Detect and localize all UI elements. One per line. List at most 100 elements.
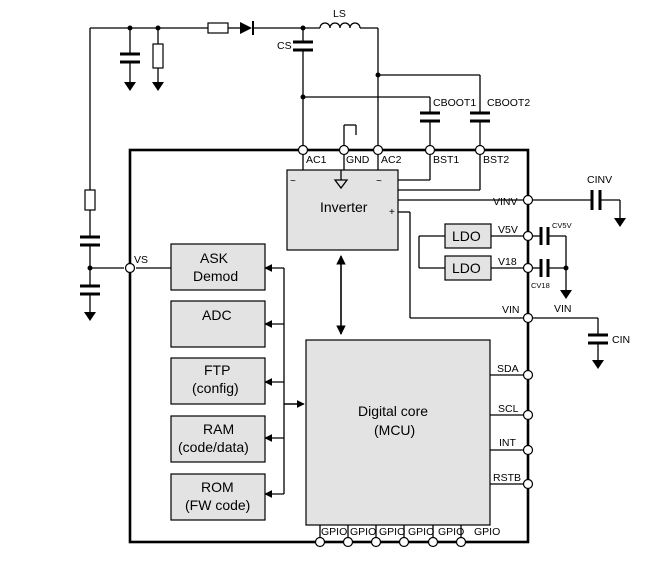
int-label: INT (499, 437, 517, 449)
ls-label: LS (333, 8, 346, 20)
vin-label: VIN (502, 304, 520, 316)
pin-rstb (522, 478, 534, 490)
core-label-1: Digital core (358, 403, 428, 419)
pin-gpio-2 (342, 536, 354, 548)
inverter-plus: + (389, 207, 395, 218)
cinv-label: CINV (587, 174, 612, 186)
pin-bst1 (424, 144, 436, 156)
capacitor-cs: CS (277, 40, 313, 52)
ftp-label-2: (config) (192, 380, 239, 396)
pin-vin (522, 312, 534, 324)
rom-block: ROM (FW code) (170, 473, 266, 521)
cv5v-label: CV5V (552, 221, 572, 230)
ground-icon (84, 312, 96, 321)
inverter-label: Inverter (320, 199, 368, 215)
gpio-label-3: GPIO (379, 526, 405, 538)
v18-label: V18 (498, 256, 517, 268)
pin-sda (522, 369, 534, 381)
gpio-label-5: GPIO (438, 526, 464, 538)
resistor-icon (207, 22, 229, 34)
pin-gnd (338, 144, 350, 156)
adc-block: ADC (170, 300, 266, 348)
left-vs-network (80, 189, 100, 321)
ac2-label: AC2 (381, 154, 402, 166)
ask-label-2: Demod (193, 268, 238, 284)
pin-vs (124, 262, 136, 274)
vinv-label: VINV (493, 196, 518, 208)
pin-gpio-5 (427, 536, 439, 548)
pin-gpio-6 (455, 536, 467, 548)
inverter-block: Inverter ~ ~ + (286, 169, 399, 251)
vs-label: VS (134, 254, 148, 266)
gpio-label-1: GPIO (321, 526, 347, 538)
chip-outline (128, 148, 530, 544)
vin-net-label: VIN (554, 303, 572, 315)
cboot2-label: CBOOT2 (487, 97, 530, 109)
bst2-label: BST2 (483, 154, 509, 166)
inductor-icon (319, 22, 361, 29)
pin-gpio-1 (314, 536, 326, 548)
ram-label-2: (code/data) (178, 439, 249, 455)
cv18-label: CV18 (531, 281, 550, 290)
ask-demod-block: ASK Demod (170, 243, 266, 291)
internal-wiring (283, 155, 523, 538)
ground-icon (124, 82, 136, 91)
pin-scl (522, 409, 534, 421)
pin-ac1 (297, 144, 309, 156)
rom-label-2: (FW code) (185, 497, 250, 513)
top-left-filter (120, 21, 254, 91)
sda-label: SDA (497, 363, 519, 375)
gpio-label-2: GPIO (350, 526, 376, 538)
cboot1-label: CBOOT1 (433, 97, 476, 109)
pin-bst2 (474, 144, 486, 156)
digital-core-block: Digital core (MCU) (305, 339, 491, 526)
pin-gpio-3 (370, 536, 382, 548)
ground-icon (560, 290, 572, 299)
pin-v5v (522, 230, 534, 242)
v5v-label: V5V (498, 224, 518, 236)
cin-label: CIN (612, 334, 630, 346)
ground-icon (592, 360, 604, 369)
scl-label: SCL (498, 403, 519, 415)
adc-label: ADC (202, 307, 232, 323)
core-label-2: (MCU) (374, 422, 415, 438)
resistor-icon (152, 43, 164, 69)
ground-icon (152, 82, 164, 91)
ldo-top: LDO (444, 223, 492, 249)
inverter-tilde-right: ~ (376, 176, 382, 187)
external-wiring (89, 27, 481, 312)
capacitor-cboot1: CBOOT1 (420, 97, 476, 123)
capacitor-cboot2: CBOOT2 (470, 97, 530, 123)
ground-icon (614, 218, 626, 227)
ldo-top-label: LDO (452, 228, 481, 244)
pin-v18 (522, 262, 534, 274)
ftp-label-1: FTP (204, 362, 230, 378)
rom-label-1: ROM (201, 479, 234, 495)
bus-arrows (264, 255, 346, 498)
pin-gpio-4 (398, 536, 410, 548)
ram-block: RAM (code/data) (170, 415, 266, 463)
gnd-label: GND (346, 154, 370, 166)
resistor-icon (84, 189, 96, 211)
ram-label-1: RAM (203, 421, 234, 437)
pin-int (522, 444, 534, 456)
gpio-label-6: GPIO (474, 526, 500, 538)
pins (124, 144, 534, 548)
junction-dots (87, 25, 569, 271)
ftp-block: FTP (config) (170, 357, 266, 405)
bst1-label: BST1 (433, 154, 459, 166)
pin-labels: AC1 GND AC2 BST1 BST2 VINV V5V V18 VIN V… (134, 154, 521, 538)
cs-label: CS (277, 40, 292, 52)
rstb-label: RSTB (493, 472, 521, 484)
diode-icon (240, 22, 252, 34)
ldo-bottom-label: LDO (452, 260, 481, 276)
gpio-label-4: GPIO (408, 526, 434, 538)
right-external: CINV CV5V CV18 VIN CIN (528, 174, 630, 369)
ask-label-1: ASK (200, 250, 229, 266)
ac1-label: AC1 (306, 154, 327, 166)
pin-vinv (522, 194, 534, 206)
inverter-tilde-left: ~ (290, 176, 296, 187)
pin-ac2 (372, 144, 384, 156)
ldo-bottom: LDO (444, 255, 492, 281)
